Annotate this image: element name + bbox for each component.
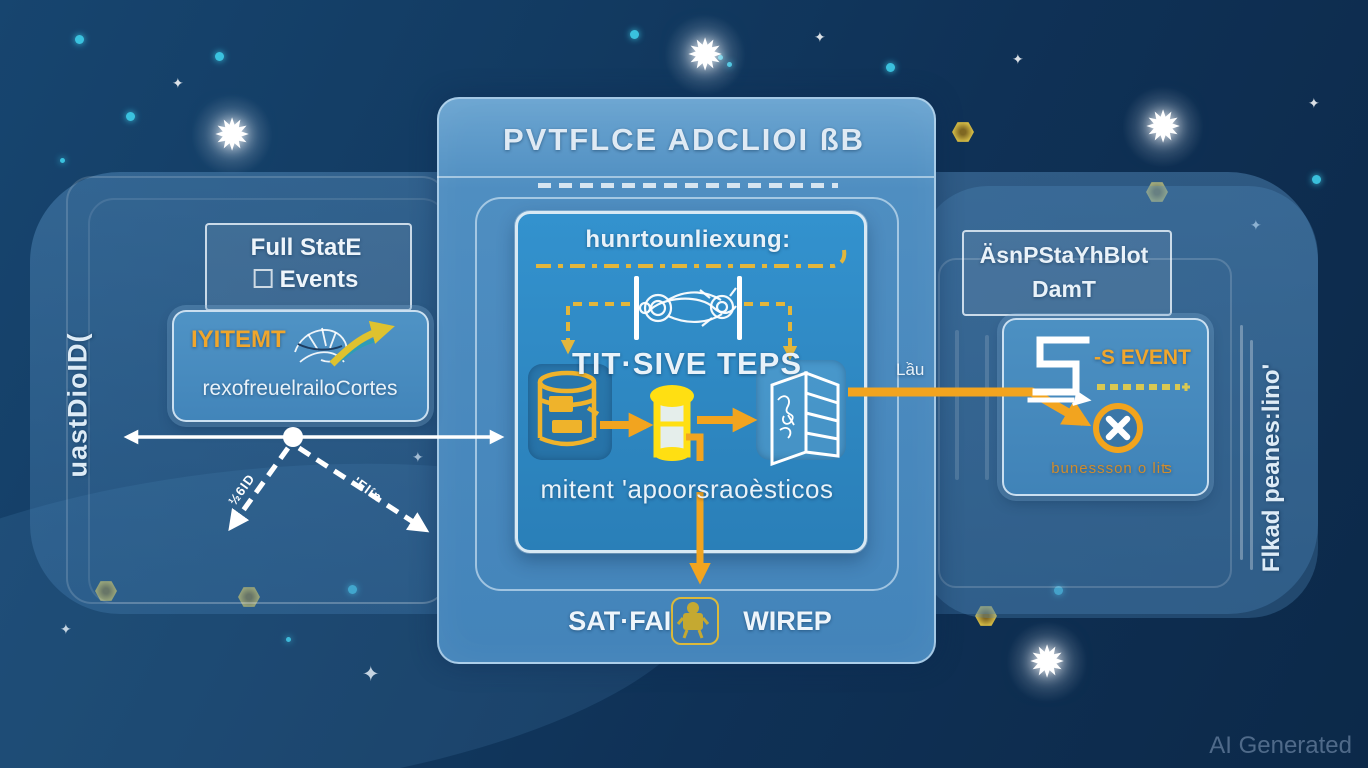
left-title-line2: Events	[253, 266, 359, 294]
star-dot-icon	[1054, 586, 1063, 595]
starburst-icon	[190, 93, 274, 177]
star-dot-icon	[886, 63, 895, 72]
star-sparkle-icon	[172, 76, 184, 90]
hex-star-icon	[1146, 182, 1168, 202]
starburst-icon	[1005, 620, 1089, 704]
right-vertical-label: Flkad peanes:lino'	[1258, 363, 1285, 573]
starburst-icon	[663, 13, 747, 97]
center-panel-title: PVTFLCE ADCLIOI ßB	[502, 122, 866, 157]
title-dashed-line	[538, 183, 838, 188]
star-sparkle-icon	[814, 30, 826, 44]
panel-divider	[437, 176, 934, 178]
footer-left-text: SAT·FAI	[568, 605, 672, 636]
star-sparkle-icon	[1012, 52, 1024, 66]
star-dot-icon	[215, 52, 224, 61]
left-title-box	[205, 223, 412, 311]
star-sparkle-icon	[1308, 96, 1320, 110]
left-vertical-label: uastDioID(	[62, 332, 93, 478]
star-dot-icon	[1312, 175, 1321, 184]
inner-caption: mitent 'apoorsraoèsticos	[540, 474, 834, 504]
footer-caption: SAT·FAI WIREP	[500, 598, 900, 644]
square-icon	[253, 269, 273, 288]
right-title-line2: DamT	[1032, 276, 1096, 302]
stripe-line	[1240, 325, 1243, 560]
inner-subtitle: TIT·SIVE TEPS	[571, 346, 803, 381]
ai-generated-watermark: AI Generated	[1209, 732, 1352, 759]
right-title-box	[962, 230, 1172, 316]
arrow-label: Lầu	[896, 360, 925, 379]
stripe-line	[955, 330, 959, 480]
inner-heading: hunrtounliexung:	[585, 226, 791, 253]
hex-star-icon	[975, 606, 997, 626]
stripe-line	[985, 335, 989, 480]
hex-star-icon	[238, 587, 260, 607]
star-dot-icon	[126, 112, 135, 121]
star-dot-icon	[286, 637, 291, 642]
right-card-caption: bunessson o liʦ	[1051, 460, 1173, 477]
starburst-icon	[1121, 85, 1205, 169]
footer-right-text: WIREP	[743, 605, 832, 636]
stripe-line	[1250, 340, 1253, 570]
star-dot-icon	[630, 30, 639, 39]
sat-icon-frame	[671, 597, 719, 645]
left-card-caption: rexofreuelrailoCortes	[202, 377, 398, 400]
star-dot-icon	[75, 35, 84, 44]
star-dot-icon	[348, 585, 357, 594]
left-title-line2-text: Events	[279, 266, 359, 293]
left-title-line1: Full StatE	[250, 234, 362, 261]
right-card-label: -S EVENT	[1094, 346, 1191, 369]
right-title-line1: ÄsnPStaYhBlot	[979, 242, 1149, 268]
left-card-label: IYITEMT	[191, 326, 286, 353]
star-dot-icon	[60, 158, 65, 163]
hex-star-icon	[952, 122, 974, 142]
